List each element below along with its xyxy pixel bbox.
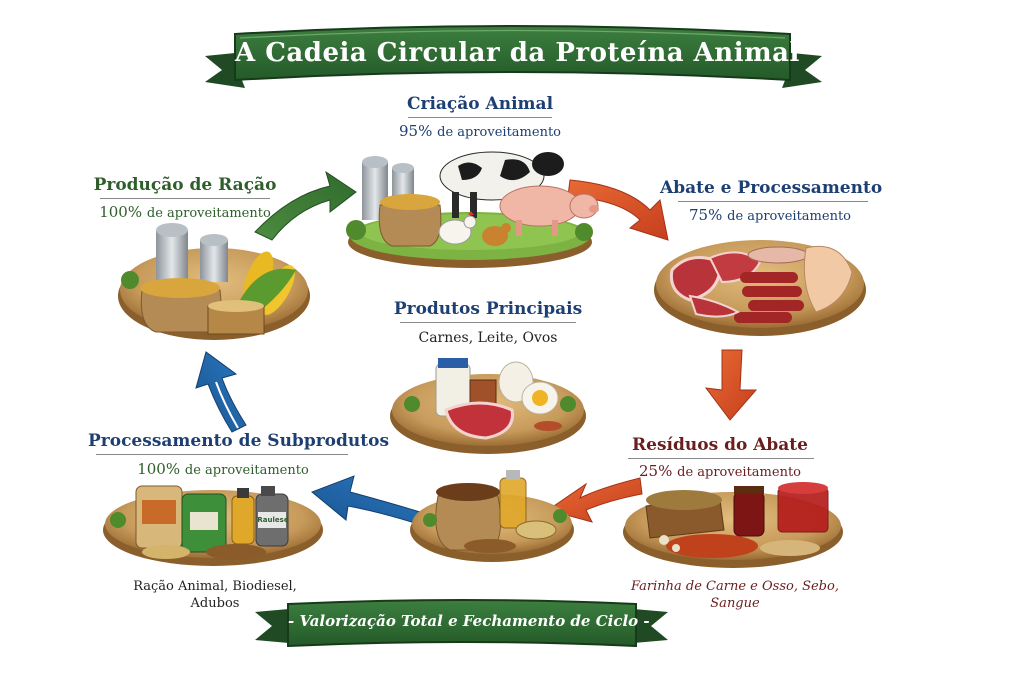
residuos-caption: Farinha de Carne e Osso, Sebo, Sangue <box>631 579 839 611</box>
residuos-scene <box>623 482 843 568</box>
stage-stat-criacao: 95% de aproveitamento <box>380 122 580 140</box>
arrow-abate-to-residuos <box>704 349 758 421</box>
jug-label: Raulese <box>257 516 289 524</box>
stage-stat-racao: 100% de aproveitamento <box>80 203 290 221</box>
stage-pct: 100% <box>99 203 143 221</box>
caption-line: Adubos <box>190 596 240 611</box>
page-title: A Cadeia Circular da Proteína Animal <box>235 38 800 68</box>
processing-scene <box>410 470 574 562</box>
arrow-residuos-to-processing <box>546 477 643 523</box>
stage-pct: 25% <box>639 462 673 480</box>
stage-pct: 95% <box>399 122 433 140</box>
stage-pct: 100% <box>137 460 181 478</box>
criacao-animal-scene <box>346 151 599 268</box>
stage-title-abate: Abate e Processamento <box>660 178 883 198</box>
footer-caption: - Valorização Total e Fechamento de Cicl… <box>288 612 650 630</box>
arrow-subprodutos-to-racao <box>195 351 247 433</box>
divider <box>100 198 270 199</box>
stage-title-racao: Produção de Ração <box>93 175 277 195</box>
divider <box>400 322 576 323</box>
stage-stat-residuos: 25% de aproveitamento <box>610 462 830 480</box>
stage-pct-label: de aproveitamento <box>437 125 561 140</box>
footer-banner <box>255 599 668 648</box>
stage-title-produtos: Produtos Principais <box>393 299 583 319</box>
stage-title-residuos: Resíduos do Abate <box>632 435 808 455</box>
stage-title-subprodutos: Processamento de Subprodutos <box>88 431 390 451</box>
racao-scene <box>118 223 310 340</box>
stage-pct-label: de aproveitamento <box>146 206 271 221</box>
stage-stat-subprodutos: 100% de aproveitamento <box>108 460 338 478</box>
subprodutos-scene <box>103 485 323 566</box>
arrow-processing-to-subprodutos <box>311 475 421 525</box>
stage-pct-label: de aproveitamento <box>727 209 851 224</box>
divider <box>678 201 868 202</box>
stage-subtitle-produtos: Carnes, Leite, Ovos <box>418 330 558 346</box>
stage-pct-label: de aproveitamento <box>677 465 801 480</box>
caption-line: Ração Animal, Biodiesel, <box>133 579 297 594</box>
divider <box>408 117 552 118</box>
divider <box>96 454 348 455</box>
produtos-scene <box>390 358 586 454</box>
stage-pct: 75% <box>689 206 723 224</box>
divider <box>628 458 814 459</box>
subprodutos-caption: Ração Animal, Biodiesel, Adubos <box>100 578 330 612</box>
abate-scene <box>654 240 866 336</box>
stage-pct-label: de aproveitamento <box>184 463 309 478</box>
stage-stat-abate: 75% de aproveitamento <box>660 206 880 224</box>
stage-title-criacao: Criação Animal <box>406 94 554 114</box>
title-banner <box>205 25 822 88</box>
arrow-racao-to-criacao <box>254 170 357 241</box>
